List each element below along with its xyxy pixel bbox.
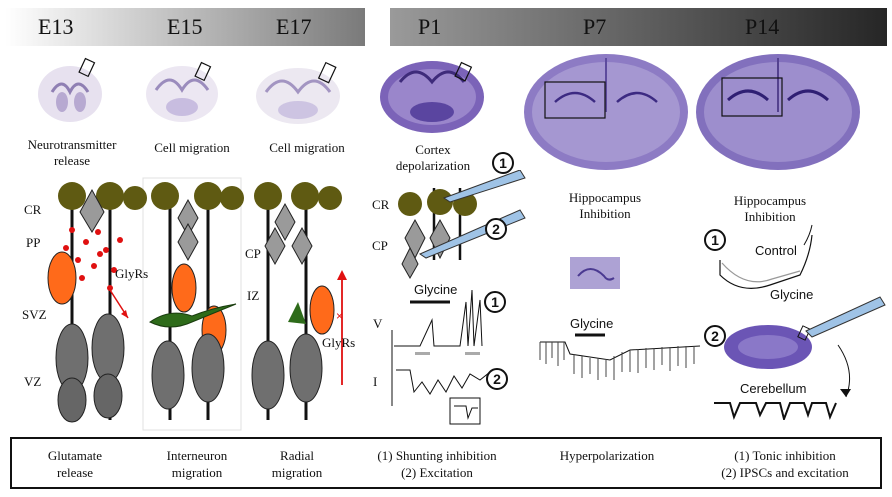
e13-cells — [47, 182, 147, 423]
section-e13 — [38, 57, 102, 122]
cerebellum-label: Cerebellum — [740, 381, 807, 396]
p1-layer-cp: CP — [372, 238, 388, 253]
layer-iz: IZ — [247, 288, 260, 303]
stage-p7: P7 — [583, 14, 607, 39]
e17-cells: × — [251, 182, 347, 420]
postnatal-bar — [390, 8, 887, 46]
stage-p1: P1 — [418, 14, 442, 39]
section-p14 — [696, 54, 860, 170]
caption-p7: Hippocampus Inhibition — [568, 190, 642, 221]
summary-e15: Interneuron migration — [166, 448, 228, 480]
stage-e15: E15 — [167, 14, 203, 39]
p1-diagram — [391, 170, 526, 425]
layer-svz: SVZ — [22, 307, 47, 322]
p14-glycine-label: Glycine — [770, 287, 814, 302]
control-label: Control — [755, 243, 797, 258]
p1-layer-cr: CR — [372, 197, 390, 212]
glyrs-label: GlyRs — [115, 266, 149, 281]
e15-cells — [149, 182, 244, 420]
caption-e15: Cell migration — [154, 140, 230, 155]
layer-cr: CR — [24, 202, 42, 217]
glyrs-label-e17: GlyRs — [322, 335, 356, 350]
layer-cp: CP — [245, 246, 261, 261]
svg-text:×: × — [336, 309, 343, 323]
caption-p14: Hippocampus Inhibition — [733, 193, 807, 224]
summary-p14-line1: (1) Tonic inhibition — [734, 448, 836, 463]
summary-e17: Radial migration — [271, 448, 323, 480]
p1-glycine-label: Glycine — [414, 282, 458, 297]
layer-pp: PP — [26, 235, 41, 250]
p1-marker-2: 2 — [485, 218, 507, 240]
layer-vz: VZ — [24, 374, 42, 389]
summary-p7: Hyperpolarization — [559, 448, 655, 463]
summary-p1-line2: (2) Excitation — [401, 465, 473, 480]
summary-p1-line1: (1) Shunting inhibition — [377, 448, 497, 463]
p14-marker-1: 1 — [704, 229, 726, 251]
summary-p14-line2: (2) IPSCs and excitation — [721, 465, 849, 480]
stage-e13: E13 — [38, 14, 74, 39]
stage-e17: E17 — [276, 14, 312, 39]
p7-diagram — [539, 257, 701, 380]
section-p1 — [380, 61, 484, 133]
p7-glycine-label: Glycine — [570, 316, 614, 331]
p14-marker-2: 2 — [704, 325, 726, 347]
header-bars — [5, 8, 887, 46]
trace-label-i: I — [373, 374, 378, 389]
embryonic-cortex-diagram: × — [47, 177, 347, 431]
section-e15 — [146, 61, 218, 122]
p1-marker-1: 1 — [492, 152, 514, 174]
p14-diagram — [714, 224, 886, 420]
caption-p1: Cortex depolarization — [395, 142, 471, 173]
brain-sections — [38, 54, 860, 170]
p1-trace-marker-2: 2 — [486, 368, 508, 390]
stage-p14: P14 — [745, 14, 780, 39]
hippocampus-inset — [570, 257, 620, 289]
embryonic-bar — [5, 8, 365, 46]
caption-e13: Neurotransmitter release — [27, 137, 117, 168]
section-e17 — [256, 61, 340, 124]
caption-e17: Cell migration — [269, 140, 345, 155]
summary-e13: Glutamate release — [47, 448, 103, 480]
section-p7 — [524, 54, 688, 170]
summary-box: Glutamate release Interneuron migration … — [10, 437, 882, 489]
trace-label-v: V — [373, 316, 383, 331]
p1-trace-marker-1: 1 — [484, 291, 506, 313]
